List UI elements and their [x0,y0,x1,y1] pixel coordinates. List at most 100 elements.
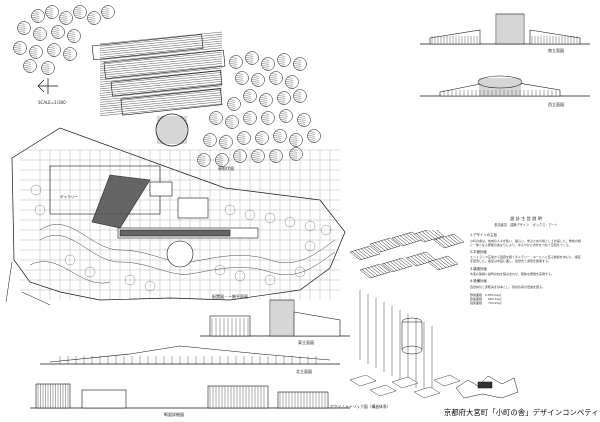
notes-area-site: 敷地面積 2,850.00㎡ [470,293,502,298]
site-tree [304,240,316,252]
roof-plan-trees [13,5,321,167]
elevation-south-label: 南立面図 [548,47,564,53]
roof-plan-tree [259,93,273,107]
roof-plan-tree [31,9,45,23]
site-tree [294,266,306,278]
notes-heading: 設 計 主 旨 説 明 [510,216,542,221]
roof-hatch-line [99,81,223,94]
axon-label: アクソノメトリック図（構造体系） [330,404,390,409]
scale-label: SCALE=1/300 [38,100,66,105]
roof-plan-tree [255,131,269,145]
site-tree [30,184,42,196]
roof-hatch-line [99,103,223,116]
roof-plan-tree [261,57,275,71]
site-tree [320,224,332,236]
roof-hatch-line [99,45,223,58]
axon-roof-plate [369,237,401,253]
roof-plan-tree [245,51,259,65]
roof-plan-tree [63,47,77,61]
roof-hatch-line [99,31,223,45]
roof-hatch-line [99,63,223,76]
axon-floor-block [391,376,419,389]
roof-plan-tree [285,75,299,89]
axon-roof-plate [359,263,391,279]
roof-hatch-line [99,90,223,103]
site-plan: ギャラリー 配置図・一階平面図 [5,127,346,306]
roof-plan-tree [87,11,101,25]
notes-area-building: 建築面積 682.50㎡ [470,297,502,302]
roof-hatch-line [99,65,223,78]
elevation-south: 南立面図 [420,13,590,53]
elevation-east-label: 東立面図 [298,339,314,345]
roof-hatch-line [99,52,223,65]
roof-plan-tree [17,21,31,35]
roof-plan-tree [33,27,47,41]
roof-hatch-line [99,99,223,112]
roof-plan-tree [219,135,233,149]
roof-hatch-line [99,67,223,81]
axon-roof-plate [413,230,445,243]
roof-plan-tree [51,25,65,39]
roof-hatch-line [99,47,223,60]
roof-plan-tree [251,149,265,163]
roof-plan-tree [23,59,37,73]
roof-plan-tree [277,91,291,105]
roof-plan-tree [273,129,287,143]
roof-plan-tree [237,131,251,145]
roof-plan-tree [293,57,307,71]
roof-plan-tree [269,71,283,85]
notes-section-body: 自然換気と床暖房を基本とし、環境負荷の低減を図る。 [470,285,546,290]
roof-plan-tree [29,45,43,59]
roof-hatch-line [99,76,223,90]
roof-plan-label: 屋根伏図 [218,165,234,171]
notes-section-head: 1.デザインの主旨 [470,232,497,237]
roof-plan: SCALE=1/300 屋根伏図 [13,5,321,171]
roof-hatch-line [99,101,223,114]
notes-section-body: エントランス広場から回廊を経てギャラリー、ホールへと至る動線を中心に、諸室を配置… [470,255,581,264]
roof-hatch-line [99,92,223,105]
axon-roof-plate [381,257,413,273]
site-tree [34,204,46,216]
axon-floor-block [413,386,441,399]
site-tree [144,280,156,292]
site-tree [244,209,256,221]
roof-plan-tree [229,55,243,69]
roof-plan-tree [243,89,257,103]
roof-plan-tree [47,43,61,57]
roof-hatch-line [99,36,223,49]
site-road [5,261,51,306]
roof-plan-tree [289,147,303,161]
roof-hatch-line [99,60,223,74]
site-tree [304,220,316,232]
elevation-north-label: 北立面図 [296,368,312,374]
roof-hatch-line [99,83,223,96]
roof-plan-tree [101,5,115,19]
roof-hatch-line [99,87,223,101]
roof-plan-tree [73,5,87,19]
roof-hatch-line [99,85,223,99]
roof-plan-tree [279,109,293,123]
notes-area-floor: 延床面積 794.20㎡ [470,301,502,306]
notes-section-head: 3.構造計画 [470,266,487,271]
roof-plan-tree [227,97,241,111]
notes-subtitle: 参加者名 建築デザイン ボックス・アート [494,223,558,228]
site-tree [264,274,276,286]
notes-section-head: 4.設備計画 [470,279,487,284]
roof-plan-tree [235,71,249,85]
site-tree [124,274,136,286]
site-plan-room-label: ギャラリー [60,194,78,199]
notes-section-head: 2.平面計画 [470,249,487,254]
roof-plan-tree [13,41,27,55]
roof-plan-tree [293,89,307,103]
section-detail: 断面詳細図 [30,383,350,417]
site-tree [284,216,296,228]
axon-floor-block [349,374,377,387]
roof-hatch-line [99,43,223,56]
roof-hatch-line [99,56,223,69]
roof-plan-tree [209,111,223,125]
roof-hatch-line [99,54,223,67]
axon-floor-block [433,374,461,387]
axonometric: アクソノメトリック図（構造体系） [330,230,465,409]
roof-plan-tree [67,29,81,43]
elevation-east: 東立面図 [200,299,350,345]
